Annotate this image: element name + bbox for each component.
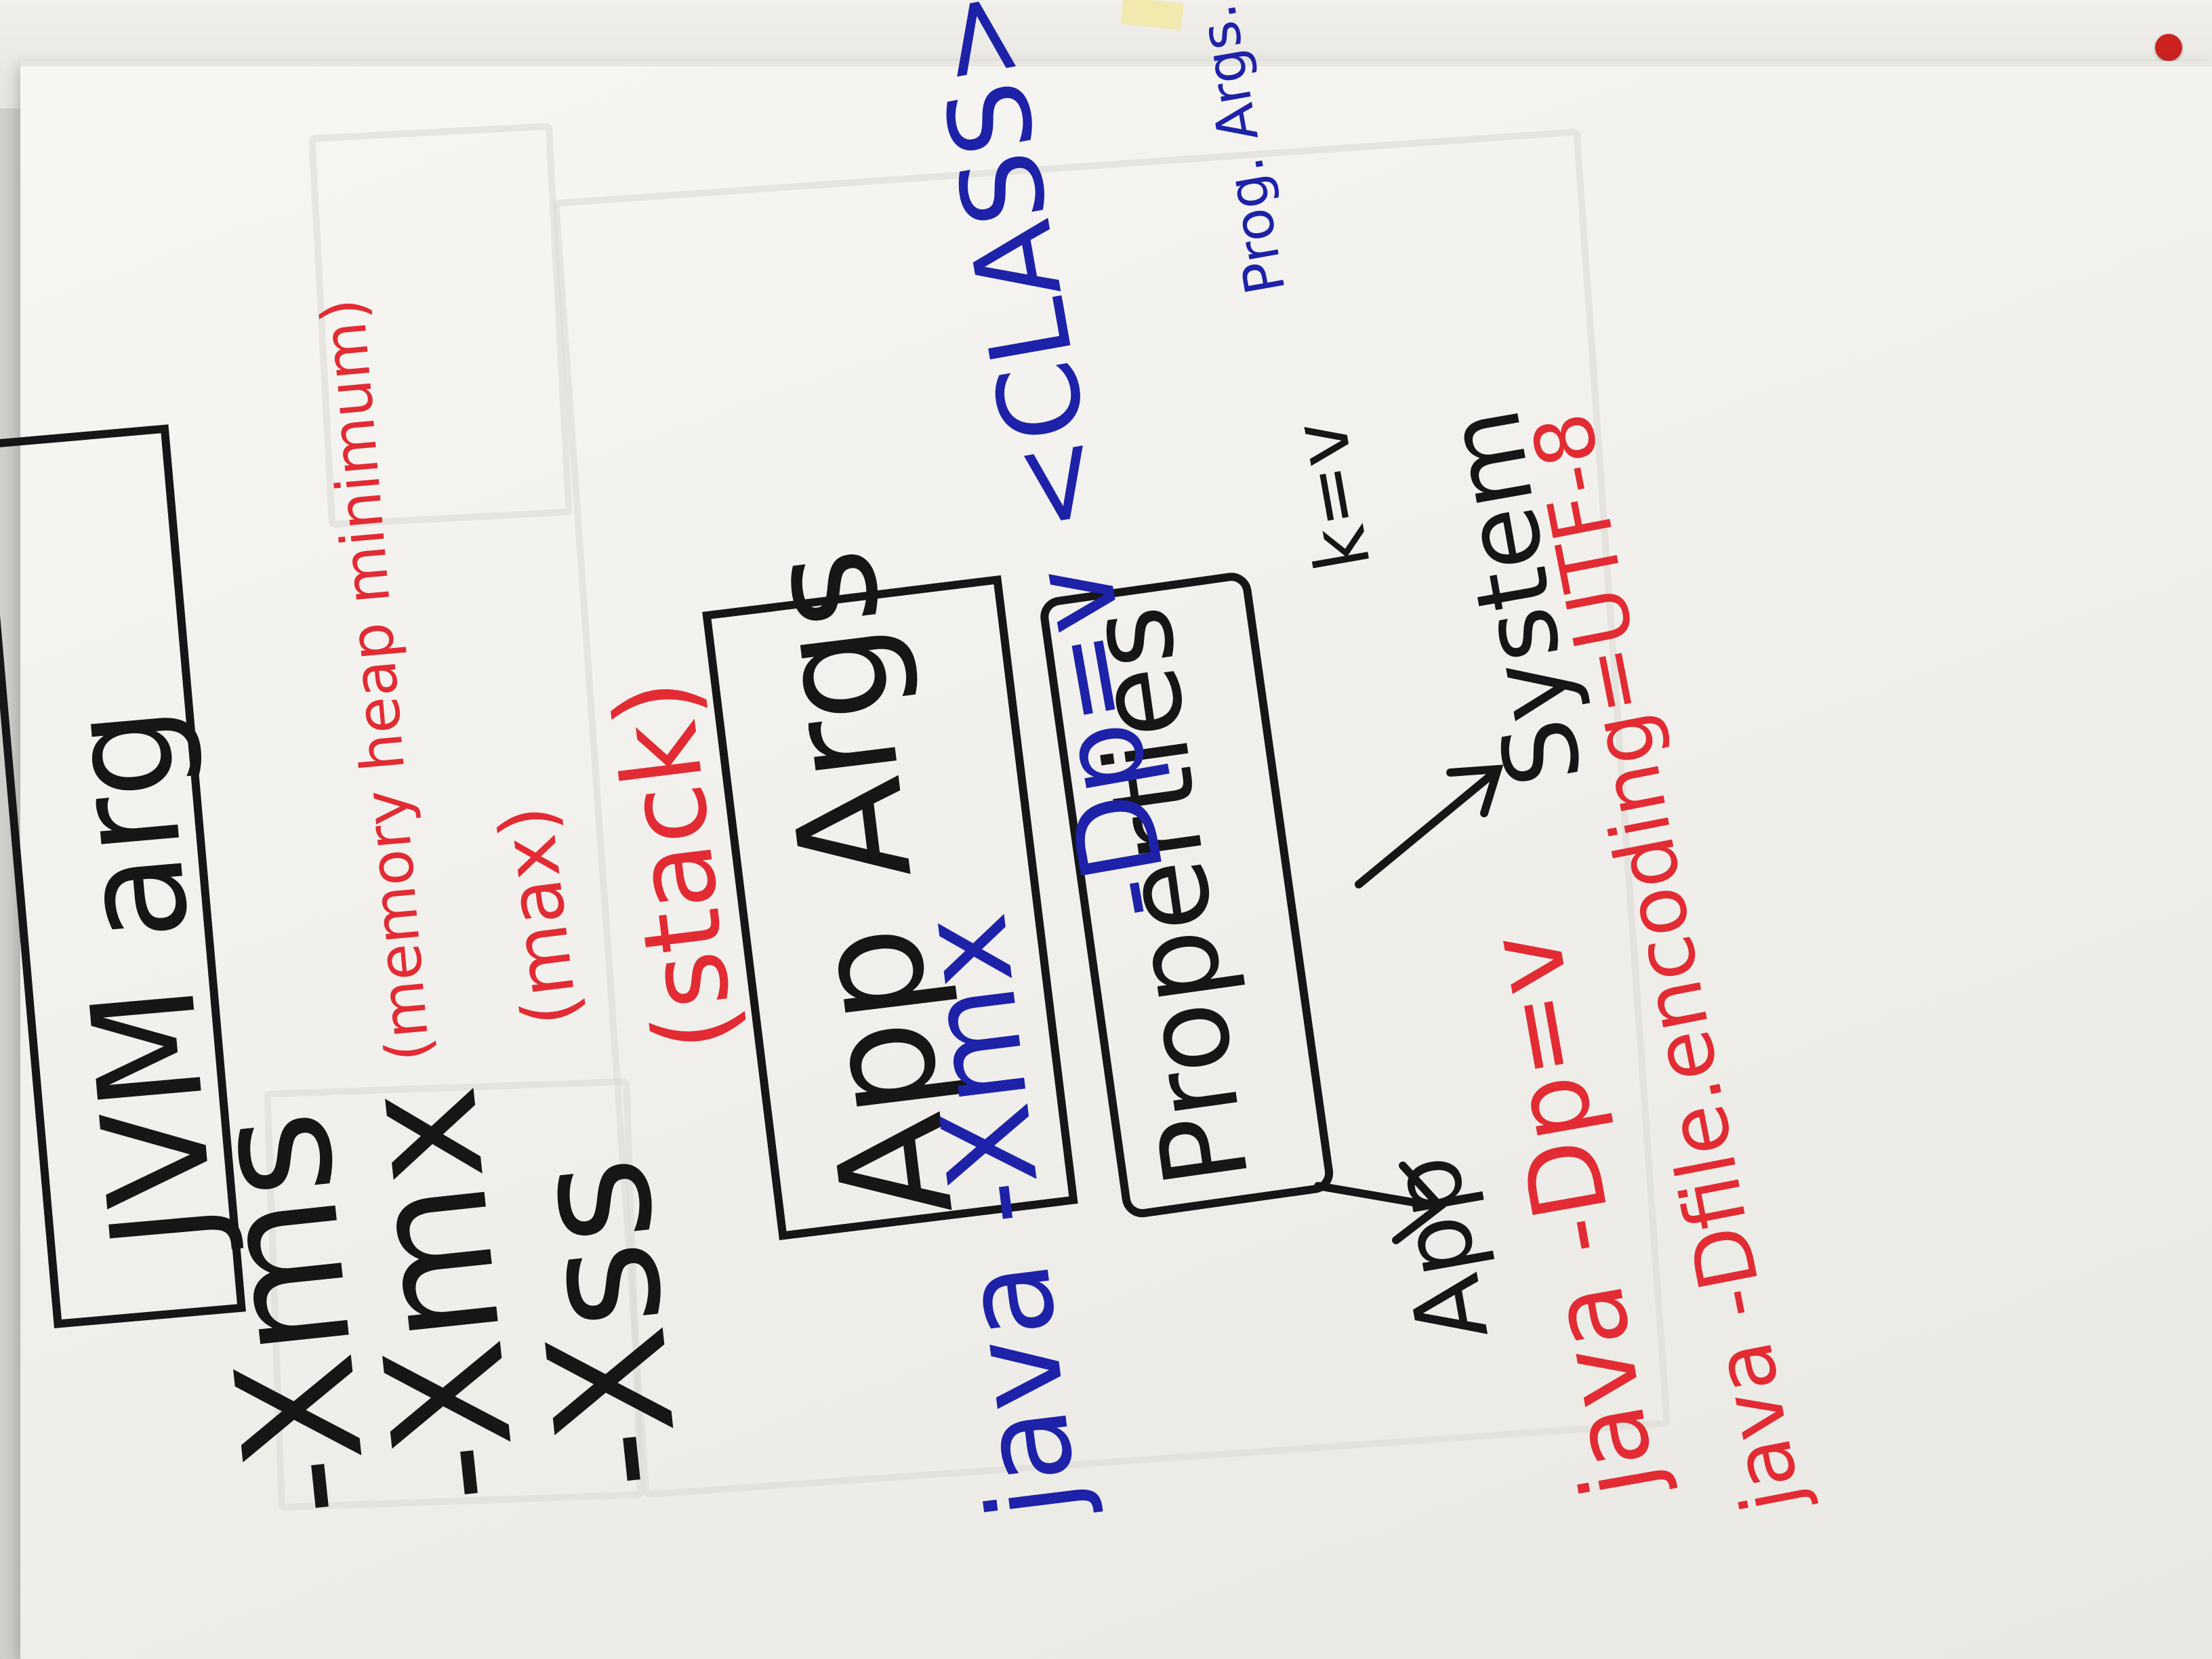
push-pin: [2155, 34, 2182, 61]
arrow-to-app-head: [1392, 1162, 1446, 1244]
arrow-to-system-head: [1446, 764, 1504, 817]
arrow-to-system: [1355, 769, 1498, 888]
flipchart-sheet: [20, 61, 2212, 1659]
sheet-edge: [20, 61, 2212, 66]
arrow-to-app: [1314, 1182, 1441, 1210]
